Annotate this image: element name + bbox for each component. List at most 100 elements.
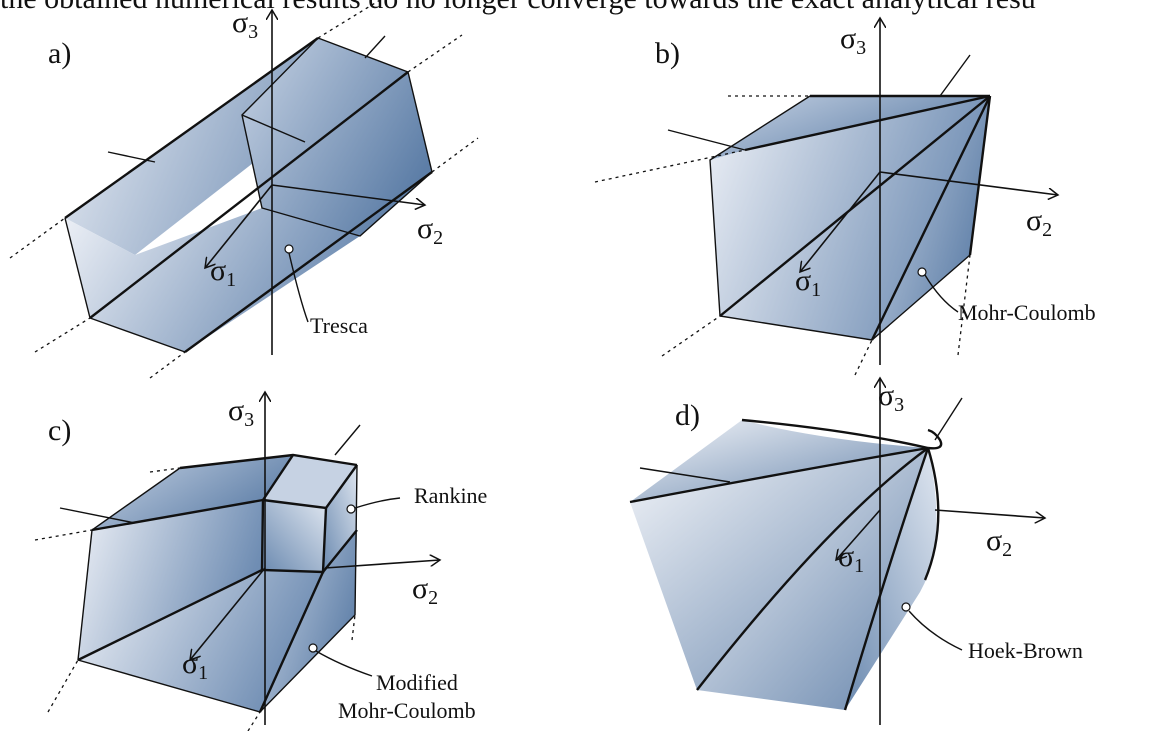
tresca-extension: [317, 0, 381, 39]
rankine-side: [323, 465, 357, 572]
hb-front-face: [697, 448, 928, 710]
tresca-extension: [9, 217, 66, 259]
hb-top-face: [630, 420, 928, 502]
sigma3-label-b: σ3: [840, 22, 866, 59]
hb-edge: [741, 418, 929, 450]
mmc-top-face: [92, 455, 293, 530]
hydrostatic-axis: [667, 129, 746, 151]
tresca-extension: [431, 137, 479, 173]
mmc-outline: [77, 464, 358, 713]
mmc-edge: [91, 498, 264, 532]
rankine-front: [262, 500, 326, 572]
hydrostatic-axis: [939, 54, 971, 97]
tresca-edge: [89, 71, 409, 319]
sigma3-label-a: σ3: [232, 6, 258, 43]
panel-d: d) σ3 σ2 σ1 Hoek-Brown: [629, 378, 1083, 725]
hb-apex-cap: [927, 428, 943, 450]
hydrostatic-axis: [934, 397, 963, 441]
mmc-extension: [47, 659, 79, 713]
mmc-leader: [315, 650, 373, 677]
mc-edge: [719, 95, 991, 317]
mc-label: Mohr-Coulomb: [958, 300, 1096, 325]
panel-b: b) σ3 σ2 σ1 Mohr-Coulomb: [594, 18, 1096, 376]
tresca-inner-edge: [241, 114, 306, 143]
rankine-edge: [260, 499, 328, 574]
mmc-front-face: [78, 570, 323, 712]
tresca-extension: [149, 351, 186, 379]
panel-b-letter: b): [655, 37, 680, 70]
sigma2-axis-b: [879, 171, 1058, 195]
hydrostatic-axis: [639, 467, 731, 483]
tresca-leader: [288, 252, 309, 323]
sigma1-label-b: σ1: [795, 264, 821, 301]
sigma2-axis-d: [934, 509, 1045, 518]
sigma1-axis-c: [190, 567, 266, 660]
panel-c: c) σ3 σ2 σ1 Rankine Modif: [34, 392, 487, 731]
tresca-end-face: [242, 38, 432, 236]
tresca-edge: [184, 171, 433, 353]
mmc-extension: [34, 529, 93, 541]
sigma3-label-c: σ3: [228, 394, 254, 431]
mmc-leader-dot: [308, 643, 318, 653]
hydrostatic-axis: [107, 151, 156, 163]
rankine-label: Rankine: [414, 483, 487, 508]
panel-c-letter: c): [48, 414, 71, 447]
hydrostatic-axis: [334, 424, 361, 456]
rankine-top: [263, 455, 357, 508]
mc-extension: [661, 315, 721, 357]
mmc-edge: [77, 568, 263, 662]
sigma1-axis-a: [205, 184, 273, 268]
sigma1-label-d: σ1: [838, 540, 864, 577]
sigma1-label-c: σ1: [182, 647, 208, 684]
rankine-leader: [354, 497, 401, 509]
mmc-label-line1: Modified: [376, 670, 458, 695]
hb-leader-dot: [901, 602, 911, 612]
sigma2-axis-c: [324, 560, 440, 569]
mc-leader: [924, 274, 959, 313]
panel-a-letter: a): [48, 37, 71, 70]
hb-label: Hoek-Brown: [968, 638, 1083, 663]
sigma1-axis-b: [800, 171, 881, 272]
hb-edge: [629, 446, 929, 504]
sigma2-label-b: σ2: [1026, 204, 1052, 241]
mc-edge: [968, 95, 992, 256]
tresca-edge: [64, 37, 319, 219]
hydrostatic-axis: [59, 507, 136, 524]
mc-edge: [870, 95, 992, 341]
hb-edge: [923, 447, 940, 581]
mmc-extension: [149, 467, 181, 473]
sigma1-axis-d: [836, 509, 881, 560]
tresca-extension: [407, 34, 463, 73]
tresca-label: Tresca: [310, 313, 368, 338]
rankine-leader-dot: [346, 504, 356, 514]
header-text: the obtained numerical results do no lon…: [0, 0, 1036, 15]
mc-top-face: [710, 96, 990, 160]
hydrostatic-axis: [364, 35, 386, 59]
mc-leader-dot: [917, 267, 927, 277]
mmc-label-line2: Mohr-Coulomb: [338, 698, 476, 723]
tresca-front-face: [65, 208, 360, 352]
mc-extension: [854, 339, 873, 376]
mmc-edge: [322, 529, 358, 573]
mc-edge: [744, 94, 991, 152]
rankine-edge: [262, 454, 294, 501]
panel-a: a) σ3 σ2 σ1 Tresca: [9, 0, 479, 379]
mmc-extension: [247, 711, 261, 731]
mc-left-face: [710, 96, 990, 316]
mmc-extension: [351, 614, 356, 641]
sigma3-label-d: σ3: [878, 379, 904, 416]
hb-right-face: [845, 448, 937, 710]
mc-front-face: [720, 96, 990, 340]
tresca-extension: [34, 317, 91, 353]
sigma2-label-c: σ2: [412, 572, 438, 609]
sigma1-label-a: σ1: [210, 254, 236, 291]
hb-left-face: [630, 448, 928, 690]
mmc-edge: [258, 571, 325, 713]
sigma2-axis-a: [271, 184, 425, 205]
hb-edge: [843, 447, 930, 711]
sigma2-label-d: σ2: [986, 524, 1012, 561]
tresca-leader-dot: [284, 244, 294, 254]
panel-d-letter: d): [675, 399, 700, 432]
mmc-left-face: [78, 500, 263, 660]
